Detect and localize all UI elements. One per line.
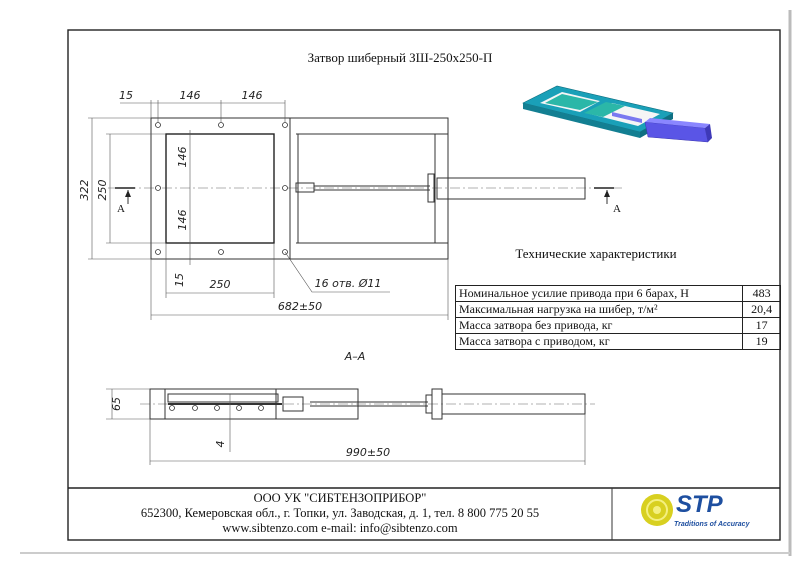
company-contacts: www.sibtenzo.com e-mail: info@sibtenzo.c… bbox=[222, 521, 458, 535]
logo-tagline: Traditions of Accuracy bbox=[674, 521, 750, 528]
dim-thickness-65: 65 bbox=[110, 397, 123, 411]
section-view bbox=[106, 388, 595, 465]
specs-heading: Технические характеристики bbox=[515, 246, 676, 261]
company-info: ООО УК "СИБТЕНЗОПРИБОР" 652300, Кемеровс… bbox=[68, 491, 612, 536]
section-label-left: А bbox=[117, 203, 125, 215]
company-address: 652300, Кемеровская обл., г. Топки, ул. … bbox=[140, 506, 540, 520]
dim-length-990: 990±50 bbox=[346, 446, 390, 459]
dim-height-322: 322 bbox=[78, 180, 91, 201]
dim-opening-250: 250 bbox=[210, 278, 231, 291]
dim-bottom-15: 15 bbox=[173, 273, 186, 287]
holes-note: 16 отв. Ø11 bbox=[315, 277, 382, 290]
spec-value: 17 bbox=[742, 317, 781, 334]
gate-opening bbox=[165, 133, 275, 244]
spec-value: 19 bbox=[742, 333, 781, 350]
mounting-holes bbox=[155, 122, 288, 255]
section-marker-right bbox=[594, 187, 614, 204]
dim-top-146-b: 146 bbox=[242, 89, 263, 102]
section-title: А–А bbox=[344, 350, 366, 363]
company-name: ООО УК "СИБТЕНЗОПРИБОР" bbox=[253, 491, 427, 505]
gate-3d-model bbox=[522, 85, 712, 143]
top-view bbox=[88, 100, 622, 320]
dim-gap-4: 4 bbox=[214, 441, 227, 448]
specs-table: Номинальное усилие привода при 6 барах, … bbox=[454, 285, 781, 350]
spec-value: 20,4 bbox=[742, 301, 781, 318]
section-label-right: А bbox=[613, 203, 621, 215]
dim-inner-146-b: 146 bbox=[176, 210, 189, 231]
dim-top-15: 15 bbox=[119, 89, 133, 102]
spec-value: 483 bbox=[742, 285, 781, 302]
dim-top-146-a: 146 bbox=[180, 89, 201, 102]
spec-label: Максимальная нагрузка на шибер, т/м² bbox=[454, 301, 744, 318]
table-row: Номинальное усилие привода при 6 барах, … bbox=[454, 285, 781, 302]
logo-text: STP bbox=[676, 491, 723, 518]
dim-inner-146-a: 146 bbox=[176, 147, 189, 168]
stp-logo: STP Traditions of Accuracy bbox=[640, 491, 760, 537]
dim-height-250: 250 bbox=[96, 180, 109, 201]
actuator-cylinder bbox=[436, 177, 586, 200]
spec-label: Масса затвора с приводом, кг bbox=[454, 333, 744, 350]
section-marker-left bbox=[115, 187, 135, 204]
spec-label: Номинальное усилие привода при 6 барах, … bbox=[454, 285, 744, 302]
drawing-title: Затвор шиберный ЗШ-250х250-П bbox=[308, 50, 493, 65]
dim-length-682: 682±50 bbox=[278, 300, 322, 313]
logo-emblem-icon bbox=[641, 494, 673, 526]
spec-label: Масса затвора без привода, кг bbox=[454, 317, 744, 334]
